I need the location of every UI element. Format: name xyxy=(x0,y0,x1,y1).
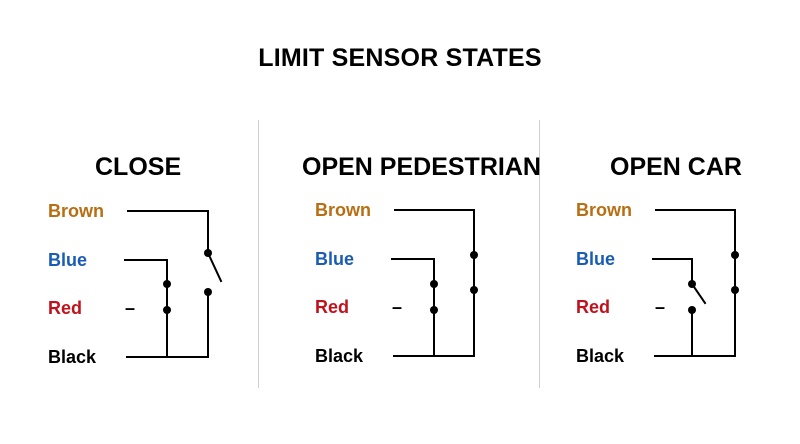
blue-wire-label: Blue xyxy=(315,249,355,269)
black-wire xyxy=(654,290,736,357)
open-switch xyxy=(206,251,223,283)
brown-wire xyxy=(655,209,736,255)
red-wire-label: Red xyxy=(48,298,83,318)
panel-close: CLOSE Brown Blue Red Black – xyxy=(0,145,258,395)
blue-wire xyxy=(652,258,693,284)
panel-divider xyxy=(258,120,259,388)
brown-wire-label: Brown xyxy=(48,201,104,221)
panel-divider xyxy=(539,120,540,388)
page-title: LIMIT SENSOR STATES xyxy=(258,44,542,72)
contact-point xyxy=(204,288,212,296)
brown-wire-label: Brown xyxy=(576,200,632,220)
brown-wire xyxy=(127,210,209,253)
red-wire-marker: – xyxy=(125,298,136,318)
circuit-diagram-open-pedestrian xyxy=(391,209,478,357)
black-wire-label: Black xyxy=(576,346,625,366)
circuit-diagram-open-car xyxy=(652,209,739,357)
contact-point xyxy=(688,306,696,314)
panel-open-car: OPEN CAR Brown Blue Red Black – xyxy=(540,145,800,395)
brown-wire xyxy=(394,209,475,255)
blue-wire-label: Blue xyxy=(48,250,88,270)
blue-wire-label: Blue xyxy=(576,249,616,269)
panel-title: OPEN PEDESTRIAN xyxy=(302,153,541,181)
panel-title: CLOSE xyxy=(95,153,182,181)
black-wire xyxy=(126,292,209,358)
red-wire-label: Red xyxy=(315,297,350,317)
panel-open-pedestrian: OPEN PEDESTRIAN Brown Blue Red Black – xyxy=(259,145,541,395)
red-wire-marker: – xyxy=(392,297,403,317)
red-wire-marker: – xyxy=(655,297,666,317)
panel-title: OPEN CAR xyxy=(610,153,742,181)
brown-wire-label: Brown xyxy=(315,200,371,220)
black-wire xyxy=(393,290,475,357)
black-wire-label: Black xyxy=(48,347,97,367)
circuit-diagram-close xyxy=(124,210,223,358)
black-wire-label: Black xyxy=(315,346,364,366)
blue-wire xyxy=(124,259,168,310)
red-wire-label: Red xyxy=(576,297,611,317)
blue-wire xyxy=(391,258,435,284)
open-switch xyxy=(690,282,707,305)
